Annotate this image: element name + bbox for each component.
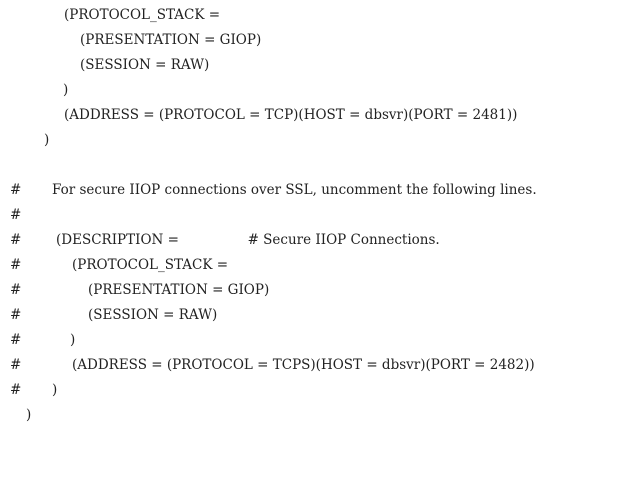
comment-line: # For secure IIOP connections over SSL, …	[0, 178, 537, 203]
comment-marker: #	[10, 382, 22, 398]
code-listing: (PROTOCOL_STACK = (PRESENTATION = GIOP) …	[0, 3, 537, 428]
code-line: )	[0, 78, 68, 103]
comment-marker: #	[10, 182, 22, 198]
code-text: )	[63, 82, 69, 98]
comment-text: )	[70, 332, 76, 348]
comment-marker: #	[10, 282, 22, 298]
comment-marker: #	[10, 257, 22, 273]
comment-marker: #	[10, 207, 22, 223]
comment-text: (PRESENTATION = GIOP)	[88, 282, 270, 298]
code-text: (PROTOCOL_STACK =	[64, 7, 221, 23]
code-text: (ADDRESS = (PROTOCOL = TCP)(HOST = dbsvr…	[64, 107, 518, 123]
code-line: (PRESENTATION = GIOP)	[0, 28, 261, 53]
comment-marker: #	[10, 332, 22, 348]
code-line: (SESSION = RAW)	[0, 53, 209, 78]
comment-line: # )	[0, 328, 75, 353]
comment-line: # (ADDRESS = (PROTOCOL = TCPS)(HOST = db…	[0, 353, 535, 378]
code-line: )	[0, 403, 31, 428]
comment-line: # )	[0, 378, 57, 403]
code-text: (SESSION = RAW)	[80, 57, 210, 73]
comment-line: # (PRESENTATION = GIOP)	[0, 278, 269, 303]
comment-line: # (SESSION = RAW)	[0, 303, 217, 328]
comment-text: For secure IIOP connections over SSL, un…	[52, 182, 537, 198]
code-text: )	[26, 407, 32, 423]
comment-line: # (PROTOCOL_STACK =	[0, 253, 228, 278]
comment-text: (ADDRESS = (PROTOCOL = TCPS)(HOST = dbsv…	[72, 357, 535, 373]
comment-marker: #	[10, 357, 22, 373]
comment-text: )	[52, 382, 58, 398]
comment-marker: #	[10, 232, 22, 248]
comment-text: (DESCRIPTION = # Secure IIOP Connections…	[56, 232, 440, 248]
code-line: )	[0, 128, 49, 153]
comment-text: (SESSION = RAW)	[88, 307, 218, 323]
code-line: (PROTOCOL_STACK =	[0, 3, 220, 28]
comment-line: # (DESCRIPTION = # Secure IIOP Connectio…	[0, 228, 440, 253]
code-text: )	[44, 132, 50, 148]
code-text: (PRESENTATION = GIOP)	[80, 32, 262, 48]
comment-text: (PROTOCOL_STACK =	[72, 257, 229, 273]
code-line: (ADDRESS = (PROTOCOL = TCP)(HOST = dbsvr…	[0, 103, 517, 128]
comment-marker: #	[10, 307, 22, 323]
comment-line: #	[0, 203, 21, 228]
